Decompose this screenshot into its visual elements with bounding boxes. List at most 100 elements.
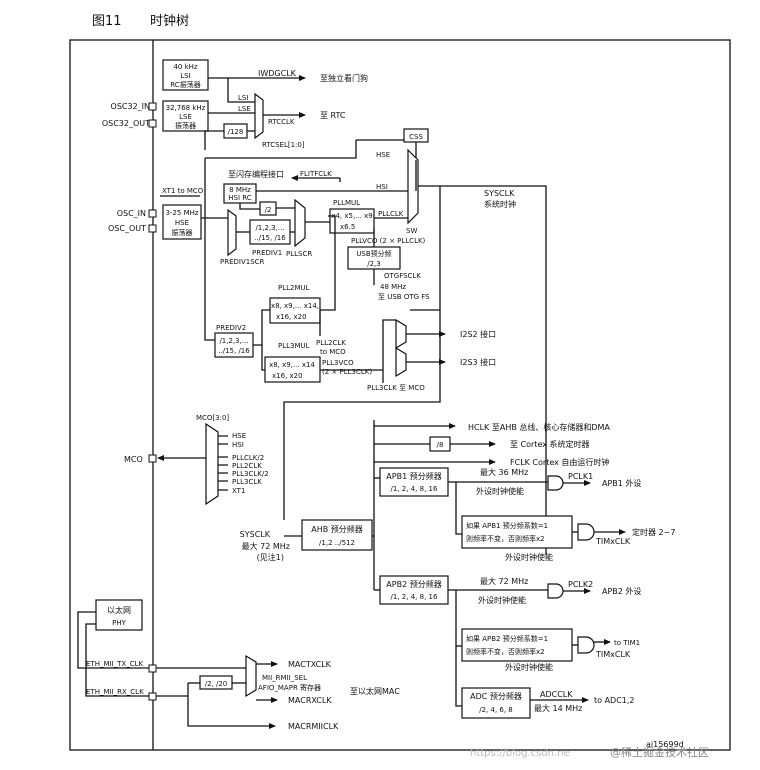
pin-osc-out-box [148, 224, 157, 233]
apb2-dest: APB2 外设 [602, 586, 641, 596]
apb1-divs: /1, 2, 4, 8, 16 [391, 485, 438, 493]
mco-sel-label: MCO[3:0] [196, 414, 229, 422]
ahb-divs: /1,2 ../512 [319, 539, 355, 547]
hse-desc: 振荡器 [172, 228, 193, 237]
usb-title: USB预分频 [356, 249, 391, 258]
pin-eth-rx-box [148, 692, 157, 701]
lsi-desc: RC振荡器 [170, 80, 200, 89]
rtcsel-label: RTCSEL[1:0] [262, 141, 305, 149]
pllmul-bottom: x6.5 [340, 223, 355, 231]
apb2-note1: 如果 APB2 预分频系数=1 [466, 634, 548, 643]
adc-dest: to ADC1,2 [594, 696, 635, 705]
pll2mul-top: x8, x9,... x14, [271, 302, 319, 310]
rtc-lsi-label: LSI [238, 94, 248, 102]
ahb-max: 最大 72 MHz [242, 541, 290, 551]
eth-phy-title: 以太网 [107, 605, 131, 615]
ahb-sysclk: SYSCLK [240, 530, 271, 539]
usb-freq: 48 MHz [380, 283, 406, 291]
div2-label: /2 [265, 206, 272, 214]
pllclk-label: PLLCLK [378, 210, 404, 218]
sysclk-top-desc: 系统时钟 [484, 199, 516, 209]
adc-signal: ADCCLK [540, 690, 573, 699]
prediv1scr-label: PREDIV1SCR [220, 258, 265, 266]
pllvco-label: PLLVCO (2 × PLLCLK) [351, 237, 426, 245]
ahb-title: AHB 预分频器 [311, 524, 363, 534]
pin-osc-out: OSC_OUT [108, 224, 146, 233]
mco-input-4: PLL3CLK/2 [232, 470, 269, 478]
fclk-dest: FCLK Cortex 自由运行时钟 [510, 457, 609, 467]
mco-mux [205, 422, 219, 506]
lsi-oscillator-box [162, 59, 209, 91]
apb2-prescaler-box [379, 575, 449, 605]
eth-tx-signal: MACTXCLK [288, 660, 332, 669]
pll2mul-bottom: x16, x20 [276, 313, 307, 321]
apb2-tim-dest: to TIM1 [614, 639, 640, 647]
watermark-url: https://blog.csdn.ne [470, 748, 570, 759]
apb1-enable2: 外设时钟使能 [505, 552, 553, 562]
i2s3-dest: I2S3 接口 [460, 357, 496, 367]
apb1-prescaler-box [379, 467, 449, 497]
eth-rx-signal: MACRXCLK [288, 696, 332, 705]
eth-dest: 至以太网MAC [350, 686, 400, 696]
css-label: CSS [409, 133, 423, 141]
eth-div-label: /2, /20 [205, 680, 228, 688]
pin-eth-tx: ETH_MII_TX_CLK [86, 660, 143, 668]
apb1-timer-multiplier-box [461, 515, 573, 549]
usb-otg-signal: OTGFSCLK [384, 272, 421, 280]
ahb-note: (见注1) [257, 552, 284, 562]
eth-sel1: MII_RMII_SEL [262, 674, 307, 682]
apb1-title: APB1 预分频器 [386, 471, 441, 481]
apb1-tim-dest: 定时器 2~7 [632, 527, 675, 537]
apb2-title: APB2 预分频器 [386, 579, 441, 589]
lsi-name: LSI [180, 72, 190, 80]
pll2clk-label: PLL2CLK [316, 339, 346, 347]
eth-rmii-signal: MACRMIICLK [288, 722, 339, 731]
cortex-timer-dest: 至 Cortex 系统定时器 [510, 439, 590, 449]
pllmul-box [329, 208, 375, 234]
rtcclk-label: RTCCLK [268, 118, 295, 126]
hse-oscillator-box [162, 204, 202, 240]
prediv2-bottom: ../15, /16 [218, 347, 250, 355]
i2s2-mux [395, 318, 407, 350]
pin-eth-tx-box [148, 664, 157, 673]
prediv1-top: /1,2,3,... [255, 224, 284, 232]
pin-osc32-in-box [148, 102, 157, 111]
pll3vco-label: PLL3VCO [322, 359, 354, 367]
figure-number: 图11 [92, 14, 122, 29]
hsi-freq: 8 MHz [229, 186, 251, 194]
ahb-prescaler-box [301, 519, 373, 551]
rtc-mux [254, 92, 264, 140]
apb2-note2: 则频率不变，否则频率x2 [466, 647, 545, 656]
prediv2-top: /1,2,3,... [219, 337, 248, 345]
xt1-to-mco: XT1 to MCO [162, 187, 204, 195]
eth-phy-sub: PHY [112, 619, 126, 627]
apb1-note2: 则频率不变，否则频率x2 [466, 534, 545, 543]
eth-phy-box [95, 599, 143, 631]
mco-inputs: HSE HSI PLLCLK/2 PLL2CLK PLL3CLK/2 PLL3C… [218, 432, 269, 495]
pllscr-mux [294, 198, 306, 248]
lse-freq: 32,768 kHz [166, 104, 206, 112]
div128-label: /128 [228, 128, 244, 136]
eth-sel2: AFIO_MAPR 寄存器 [258, 683, 321, 692]
apb1-note1: 如果 APB1 预分频系数=1 [466, 521, 548, 530]
usb-divs: /2,3 [367, 260, 381, 268]
mco-input-6: XT1 [232, 487, 245, 495]
apb1-dest: APB1 外设 [602, 478, 641, 488]
apb1-max: 最大 36 MHz [480, 467, 528, 477]
figure-title: 时钟树 [150, 13, 189, 29]
pllmul-label: PLLMUL [333, 199, 360, 207]
adc-prescaler-box [461, 687, 531, 719]
watermark-brand: @稀土掘金技术社区 [610, 745, 709, 759]
pin-osc32-out-box [148, 119, 157, 128]
lsi-freq: 40 kHz [173, 63, 197, 71]
adc-title: ADC 预分频器 [470, 691, 522, 701]
pin-osc32-in: OSC32_IN [111, 102, 151, 111]
pll3clk-mco-label: PLL3CLK 至 MCO [367, 384, 425, 392]
apb2-timer-multiplier-box [461, 628, 573, 662]
iwdg-signal: IWDGCLK [258, 69, 297, 78]
apb1-timclk: TIMxCLK [595, 537, 631, 546]
flash-dest: 至闪存编程接口 [228, 169, 284, 179]
pll2-to-mco: to MCO [320, 348, 346, 356]
prediv1-bottom: ../15, /16 [254, 234, 286, 242]
